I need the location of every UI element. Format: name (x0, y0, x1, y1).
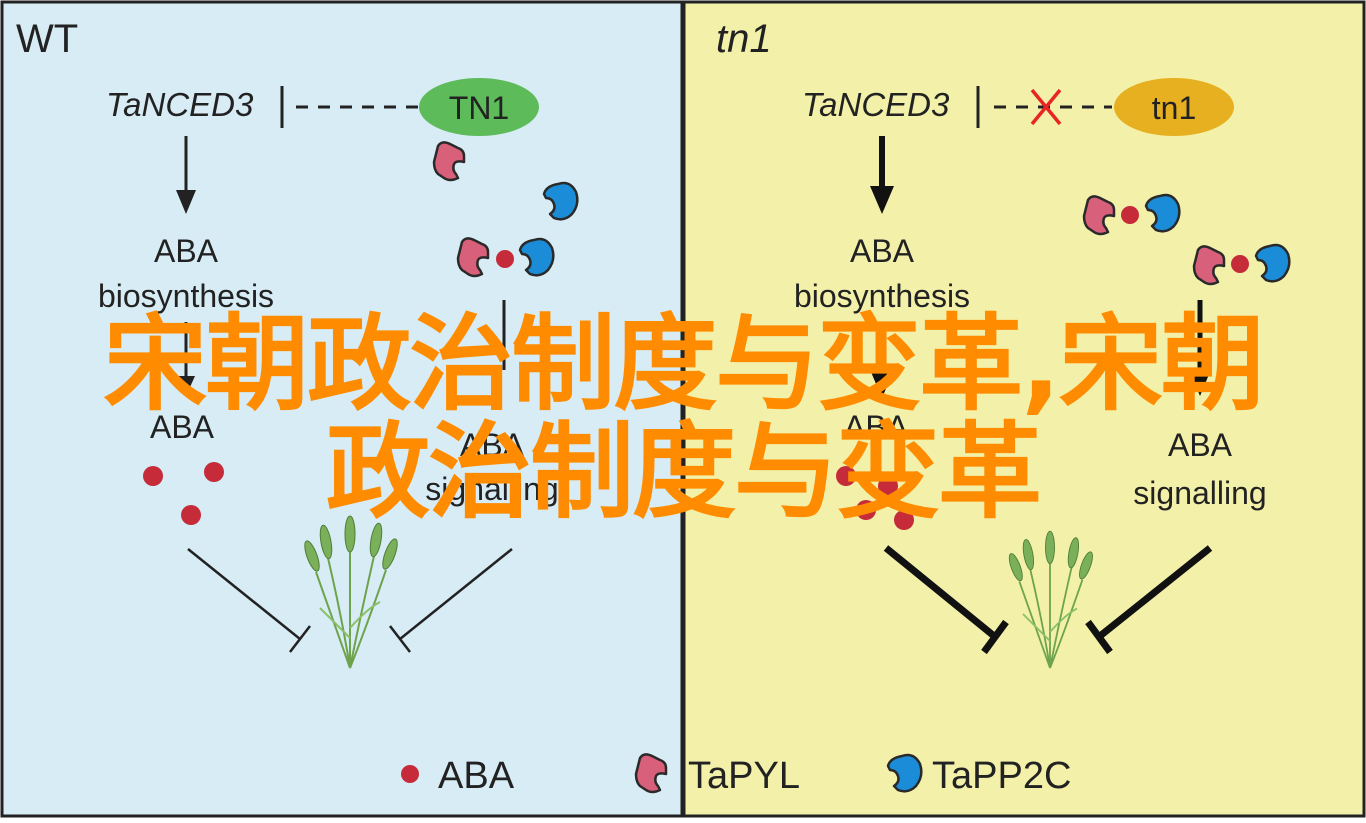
wt-gene-label: TaNCED3 (106, 86, 254, 123)
tn1-aba-dot (894, 510, 914, 530)
tn1-signalling-line1: ABA (1168, 427, 1233, 463)
tn1-complex-aba-dot (1231, 255, 1249, 273)
wt-biosynthesis-line1: ABA (154, 233, 219, 269)
tn1-aba-dot (878, 476, 898, 496)
legend-aba-dot (401, 765, 419, 783)
wt-inhibit-right-bar (389, 625, 411, 653)
wt-aba-dot (204, 462, 224, 482)
wt-panel (0, 0, 684, 818)
tn1-inhibit-left-bar (981, 619, 1009, 655)
tn1-inhibit-right-bar (1085, 619, 1113, 655)
tn1-complex-aba-dot (1121, 206, 1139, 224)
wt-aba-dot (143, 466, 163, 486)
wt-signalling-line1: ABA (460, 427, 525, 463)
tn1-biosynthesis-line1: ABA (850, 233, 915, 269)
tn1-protein (1114, 78, 1234, 136)
tn1-signalling-line2: signalling (1133, 475, 1266, 511)
block-x-icon (1030, 88, 1062, 126)
tn1-panel-title: tn1 (716, 17, 772, 61)
wt-inhibit-left (187, 548, 301, 640)
wt-tn1-label: TN1 (449, 90, 509, 126)
tn1-gene-label: TaNCED3 (802, 86, 950, 123)
tn1-arrow2-head (871, 372, 893, 398)
wt-inhibit-left-bar (289, 625, 311, 653)
legend-pp2c-label: TaPP2C (932, 755, 1071, 797)
tn1-arrow-head (870, 186, 894, 214)
wt-complex-aba-dot (496, 250, 514, 268)
tn1-inhibit-left (883, 545, 997, 639)
wt-signalling-line2: signalling (425, 471, 558, 507)
wt-aba-label: ABA (150, 409, 215, 445)
wt-inhibit-right (399, 548, 513, 640)
wt-aba-dot (181, 505, 201, 525)
tn1-biosynthesis-line2: biosynthesis (794, 278, 970, 314)
legend-aba-label: ABA (438, 755, 515, 797)
legend-pyl-label: TaPYL (688, 755, 800, 797)
tn1-tn1-label: tn1 (1152, 90, 1196, 126)
wt-arrow2-head (177, 376, 195, 396)
tn1-aba-dot (856, 500, 876, 520)
wt-arrow-head (176, 190, 196, 214)
wt-tn1-protein (419, 78, 539, 136)
tn1-aba-label: ABA (844, 409, 909, 445)
tn1-panel (682, 0, 1366, 818)
tn1-arrow3-head (1190, 372, 1210, 396)
wt-panel-title: WT (16, 17, 78, 61)
wt-biosynthesis-line2: biosynthesis (98, 278, 274, 314)
tn1-aba-dot (836, 466, 856, 486)
tn1-inhibit-right (1097, 545, 1213, 639)
